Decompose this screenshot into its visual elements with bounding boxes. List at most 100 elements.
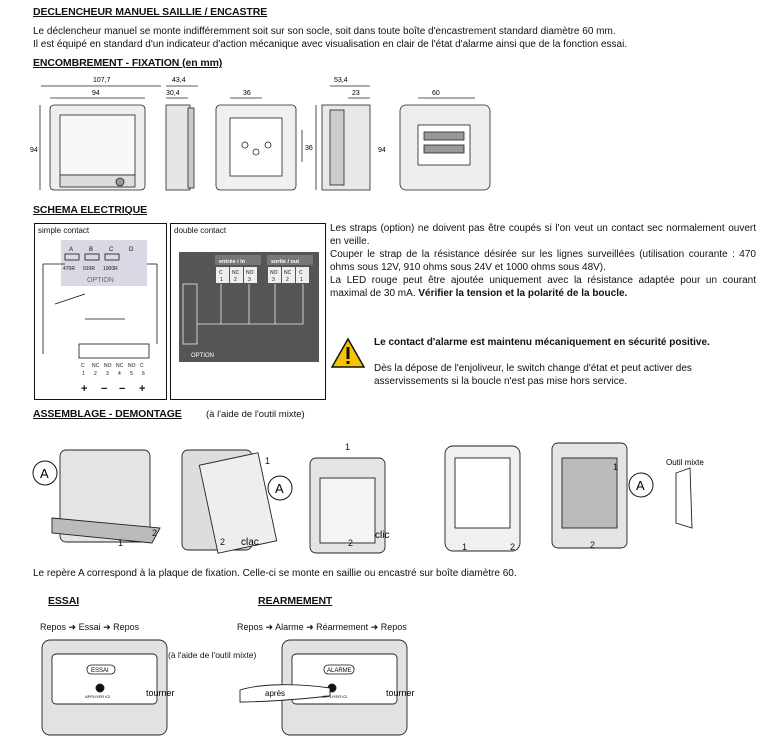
bt-6: C bbox=[140, 363, 144, 369]
title: DECLENCHEUR MANUEL SAILLIE / ENCASTRE bbox=[33, 6, 268, 18]
bt-5: NO bbox=[128, 363, 136, 369]
dimension-drawings: 107,7 94 94 43,4 30,4 36 36 53,4 23 94 6… bbox=[30, 77, 491, 191]
dim-36-a: 36 bbox=[243, 90, 251, 97]
dn-6: 1 bbox=[300, 277, 303, 283]
straps-line-2: Couper le strap de la résistance désirée… bbox=[330, 249, 756, 273]
bn-4: 4 bbox=[118, 371, 121, 377]
dim-94-b: 94 bbox=[378, 147, 386, 154]
essai-flow-3: Repos bbox=[113, 622, 140, 632]
warning-bold: Le contact d'alarme est maintenu mécaniq… bbox=[374, 337, 710, 348]
pol-2: − bbox=[101, 383, 107, 395]
double-contact-schematic: entrée / in sortie / out C NC NO NO NC C… bbox=[179, 252, 319, 362]
dn-2: 2 bbox=[234, 277, 237, 283]
option-label-2: OPTION bbox=[191, 353, 214, 359]
res-910: 910R bbox=[83, 266, 95, 272]
dim-60: 60 bbox=[432, 90, 440, 97]
essai-flow-1: Repos bbox=[40, 622, 67, 632]
bn-3: 3 bbox=[106, 371, 109, 377]
intro-line-1: Le déclencheur manuel se monte indiffére… bbox=[33, 26, 616, 37]
bt-1: C bbox=[81, 363, 85, 369]
rearm-flow-1: Repos bbox=[237, 622, 264, 632]
step3-num-2: 2 bbox=[348, 538, 353, 548]
rearm-flow-3: Réarmement bbox=[316, 622, 369, 632]
warning-icon bbox=[330, 337, 366, 368]
apres-label: après bbox=[265, 689, 285, 698]
dt-4: NO bbox=[270, 270, 278, 276]
bt-2: NC bbox=[92, 363, 100, 369]
step5-num-1: 1 bbox=[613, 462, 618, 472]
assembly-steps: A A A 1 2 1 2 1 2 1 2 1 2 clac clic Outi… bbox=[32, 442, 704, 554]
clic-label: clic bbox=[375, 530, 389, 541]
intro-line-2: Il est équipé en standard d'un indicateu… bbox=[33, 39, 628, 50]
alarme-label: ALARME bbox=[327, 668, 352, 674]
step2-num-1: 1 bbox=[265, 456, 270, 466]
dim-43: 43,4 bbox=[172, 77, 186, 84]
straps-paragraph: Les straps (option) ne doivent pas être … bbox=[330, 222, 756, 300]
double-contact-box: double contact entrée / in sortie / out … bbox=[170, 223, 326, 400]
dn-4: 3 bbox=[272, 277, 275, 283]
repere-text: Le repère A correspond à la plaque de fi… bbox=[33, 568, 517, 579]
label-a-3: A bbox=[636, 478, 645, 493]
double-contact-title: double contact bbox=[174, 226, 227, 235]
dim-30: 30,4 bbox=[166, 90, 180, 97]
simple-contact-title: simple contact bbox=[38, 226, 90, 235]
dt-1: C bbox=[219, 270, 223, 276]
dn-3: 3 bbox=[248, 277, 251, 283]
rearm-flow: Repos ➜ Alarme ➜ Réarmement ➜ Repos bbox=[237, 622, 407, 632]
rearm-flow-4: Repos bbox=[380, 622, 407, 632]
warning-text: Dès la dépose de l'enjoliveur, le switch… bbox=[374, 363, 692, 387]
essai-flow: Repos ➜ Essai ➜ Repos bbox=[40, 622, 140, 632]
schema-heading: SCHEMA ELECTRIQUE bbox=[33, 204, 148, 216]
essai-appuyer: APPUYER ICI bbox=[85, 694, 110, 699]
essai-heading: ESSAI bbox=[48, 595, 80, 607]
step5-num-2: 2 bbox=[590, 540, 595, 550]
clac-label: clac bbox=[241, 537, 259, 548]
pol-1: + bbox=[81, 383, 87, 395]
essai-tourner: tourner bbox=[146, 688, 175, 698]
essai-rearm-drawings: ESSAI ALARME APPUYER ICI APPUYER ICI tou… bbox=[41, 639, 415, 736]
label-a-1: A bbox=[40, 466, 49, 481]
dim-94-side: 94 bbox=[30, 147, 38, 154]
pol-3: − bbox=[119, 383, 125, 395]
straps-line-3: La LED rouge peut être ajoutée uniquemen… bbox=[330, 275, 756, 299]
rearm-tourner: tourner bbox=[386, 688, 415, 698]
dim-23: 23 bbox=[352, 90, 360, 97]
dn-5: 2 bbox=[286, 277, 289, 283]
step3-num-1: 1 bbox=[345, 442, 350, 452]
essai-note: (à l'aide de l'outil mixte) bbox=[168, 650, 257, 660]
assemblage-note: (à l'aide de l'outil mixte) bbox=[206, 409, 305, 420]
sortie-label: sortie / out bbox=[271, 259, 299, 265]
dim-94-a: 94 bbox=[92, 90, 100, 97]
term-b: B bbox=[89, 247, 93, 253]
straps-bold: Vérifier la tension et la polarité de la… bbox=[418, 288, 628, 299]
res-470: 470R bbox=[63, 266, 75, 272]
encombrement-heading: ENCOMBREMENT - FIXATION (en mm) bbox=[33, 57, 223, 69]
bn-2: 2 bbox=[94, 371, 97, 377]
bt-4: NC bbox=[116, 363, 124, 369]
rearmement-heading: REARMEMENT bbox=[258, 595, 333, 607]
dt-5: NC bbox=[284, 270, 292, 276]
assemblage-heading: ASSEMBLAGE - DEMONTAGE bbox=[33, 408, 182, 420]
dt-6: C bbox=[299, 270, 303, 276]
dim-36-b: 36 bbox=[305, 145, 313, 152]
dim-107: 107,7 bbox=[93, 77, 111, 84]
res-1000: 1000R bbox=[103, 266, 118, 272]
bt-3: NO bbox=[104, 363, 112, 369]
step2-num-2: 2 bbox=[220, 537, 225, 547]
essai-flow-2: Essai bbox=[78, 622, 101, 632]
dn-1: 1 bbox=[220, 277, 223, 283]
dt-2: NC bbox=[232, 270, 240, 276]
bn-5: 5 bbox=[130, 371, 133, 377]
pol-4: + bbox=[139, 383, 145, 395]
entree-label: entrée / in bbox=[219, 259, 246, 265]
dt-3: NO bbox=[246, 270, 254, 276]
step4-num-1: 1 bbox=[462, 542, 467, 552]
bn-1: 1 bbox=[82, 371, 85, 377]
essai-label: ESSAI bbox=[91, 668, 109, 674]
bn-6: 6 bbox=[142, 371, 145, 377]
rearm-appuyer: APPUYER ICI bbox=[322, 694, 347, 699]
term-a: A bbox=[69, 247, 73, 253]
simple-contact-schematic: A B C D 470R 910R 1000R OPTION C NC NO N… bbox=[42, 240, 158, 395]
term-c: C bbox=[109, 247, 114, 253]
outil-label: Outil mixte bbox=[666, 458, 704, 467]
